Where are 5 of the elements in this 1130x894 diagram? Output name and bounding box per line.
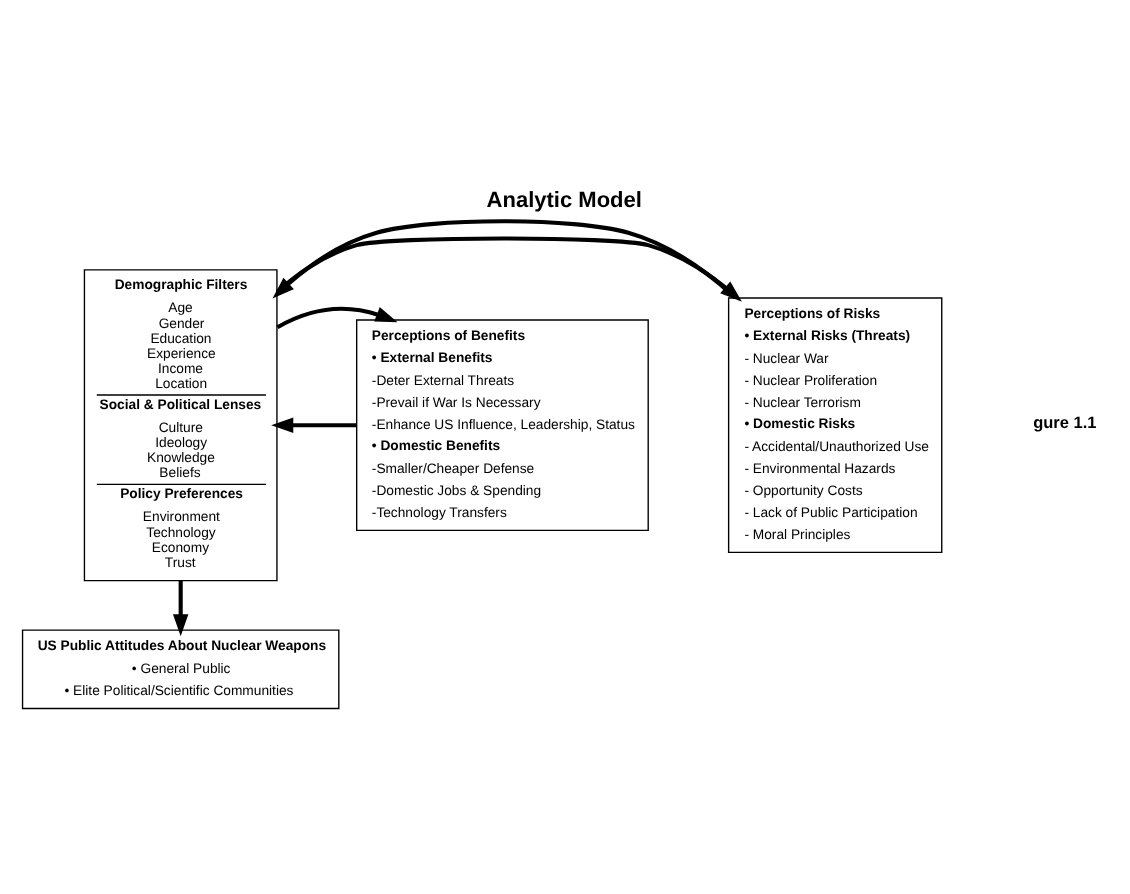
arrow <box>271 417 357 433</box>
diagram-title: Analytic Model <box>486 189 642 214</box>
arrow <box>272 219 737 300</box>
arrow <box>276 306 398 330</box>
arrow <box>172 580 189 637</box>
